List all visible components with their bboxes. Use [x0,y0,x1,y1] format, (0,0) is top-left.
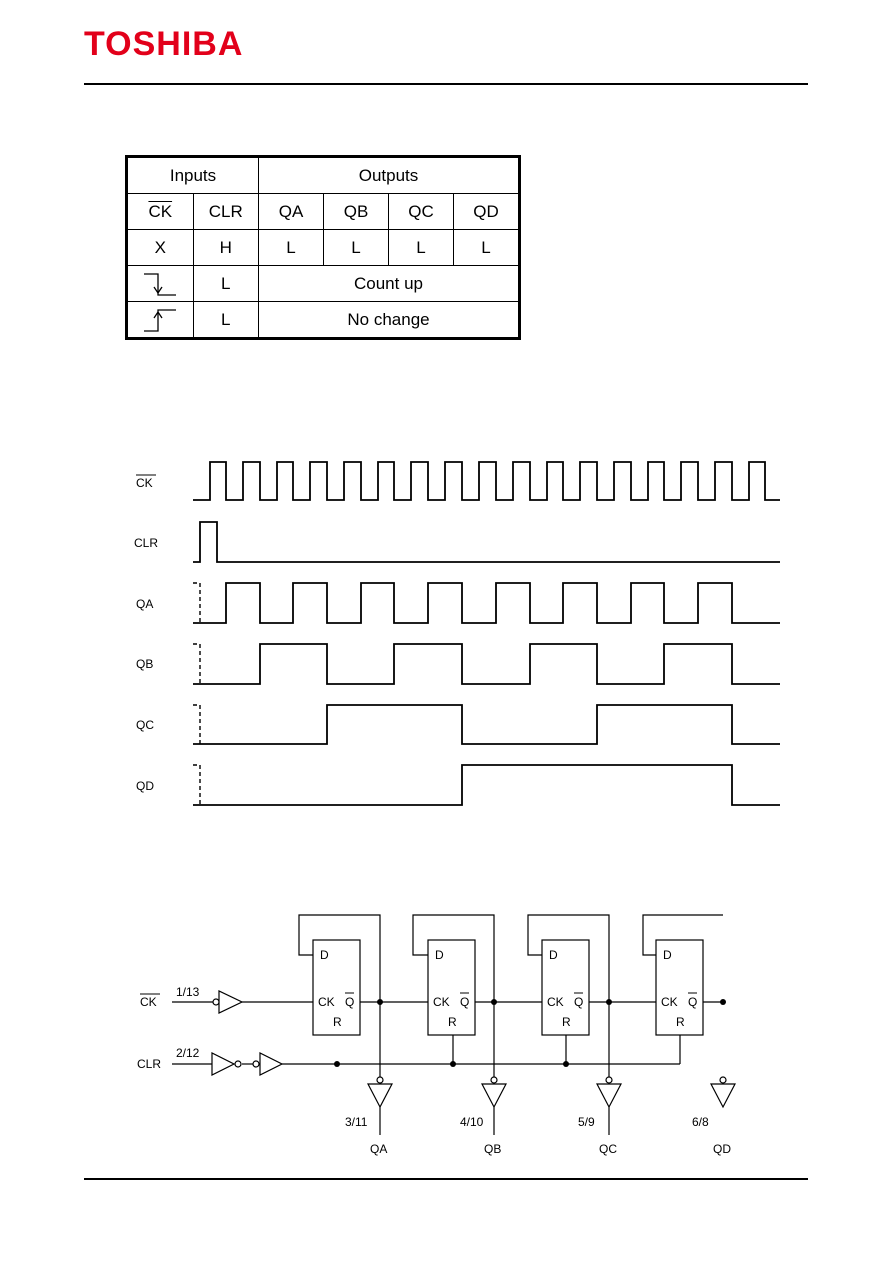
col-qd: QD [453,193,520,230]
qa-inverter-icon [367,1083,393,1109]
truth-table: Inputs Outputs CK CLR QA QB QC QD X H L … [125,155,521,340]
flipflop-b [427,939,476,1036]
timing-label-qb: QB [136,657,153,671]
cell-qa: L [258,229,324,266]
clr-buffer2-icon [259,1052,284,1076]
flipflop-c-labels: D CK Q R [547,948,583,1029]
ck-buffer-icon [218,990,244,1014]
flipflop-b-labels: D CK Q R [433,948,469,1029]
qd-output-label: QD [713,1142,731,1156]
qc-output-label: QC [599,1142,617,1156]
svg-text:Q: Q [688,995,697,1009]
ck-input-label: CK [140,995,157,1009]
svg-text:R: R [448,1015,457,1029]
clr-input-label: CLR [137,1057,161,1071]
svg-text:Q: Q [460,995,469,1009]
clr-waveform [193,521,780,563]
qd-pin-label: 6/8 [692,1115,709,1129]
col-clr: CLR [192,193,259,230]
svg-text:R: R [562,1015,571,1029]
flipflop-d-labels: D CK Q R [661,948,697,1029]
outputs-header: Outputs [258,156,520,194]
table-row: L Count up [126,265,520,302]
qb-pin-label: 4/10 [460,1115,484,1129]
qb-waveform [193,643,780,685]
svg-text:D: D [549,948,558,962]
qa-pin-label: 3/11 [345,1115,368,1129]
falling-edge-icon [126,265,194,302]
header-rule [84,83,808,85]
timing-label-qa: QA [136,597,153,611]
qd-inverter-icon [710,1083,736,1109]
qb-inverter-icon [481,1083,507,1109]
svg-text:Q: Q [345,995,354,1009]
ck-pin-label: 1/13 [176,985,200,999]
timing-label-clr: CLR [134,536,158,550]
svg-text:Q: Q [574,995,583,1009]
svg-text:R: R [333,1015,342,1029]
svg-text:D: D [320,948,329,962]
flipflop-d [655,939,704,1036]
svg-text:CK: CK [547,995,564,1009]
svg-text:CK: CK [661,995,678,1009]
clr-pin-label: 2/12 [176,1046,200,1060]
flipflop-c [541,939,590,1036]
qa-waveform [193,582,780,624]
cell-clr: H [192,229,259,266]
footer-rule [84,1178,808,1180]
cell-outputs: No change [258,301,520,339]
cell-ck: X [126,229,194,266]
cell-clr: L [192,301,259,339]
flipflop-a [312,939,361,1036]
cell-outputs: Count up [258,265,520,302]
timing-label-qc: QC [136,718,154,732]
rising-edge-icon [126,301,194,339]
svg-text:D: D [435,948,444,962]
qa-output-label: QA [370,1142,387,1156]
timing-label-ck: CK [136,476,153,490]
inputs-header: Inputs [126,156,259,194]
svg-text:R: R [676,1015,685,1029]
svg-text:CK: CK [318,995,335,1009]
toshiba-logo: TOSHIBA [84,25,244,63]
col-ck: CK [126,193,194,230]
qc-inverter-icon [596,1083,622,1109]
table-row: L No change [126,301,520,339]
qc-waveform [193,704,780,745]
qb-output-label: QB [484,1142,501,1156]
col-qa: QA [258,193,324,230]
cell-qc: L [388,229,454,266]
clr-buffer-icon [211,1052,236,1076]
col-qb: QB [323,193,389,230]
qd-waveform [193,764,780,806]
cell-qd: L [453,229,520,266]
timing-label-qd: QD [136,779,154,793]
svg-text:D: D [663,948,672,962]
ck-waveform [193,461,780,501]
cell-qb: L [323,229,389,266]
col-qc: QC [388,193,454,230]
qc-pin-label: 5/9 [578,1115,595,1129]
cell-clr: L [192,265,259,302]
flipflop-a-labels: D CK Q R [318,948,354,1029]
table-row: X H L L L L [126,229,520,266]
svg-text:CK: CK [433,995,450,1009]
